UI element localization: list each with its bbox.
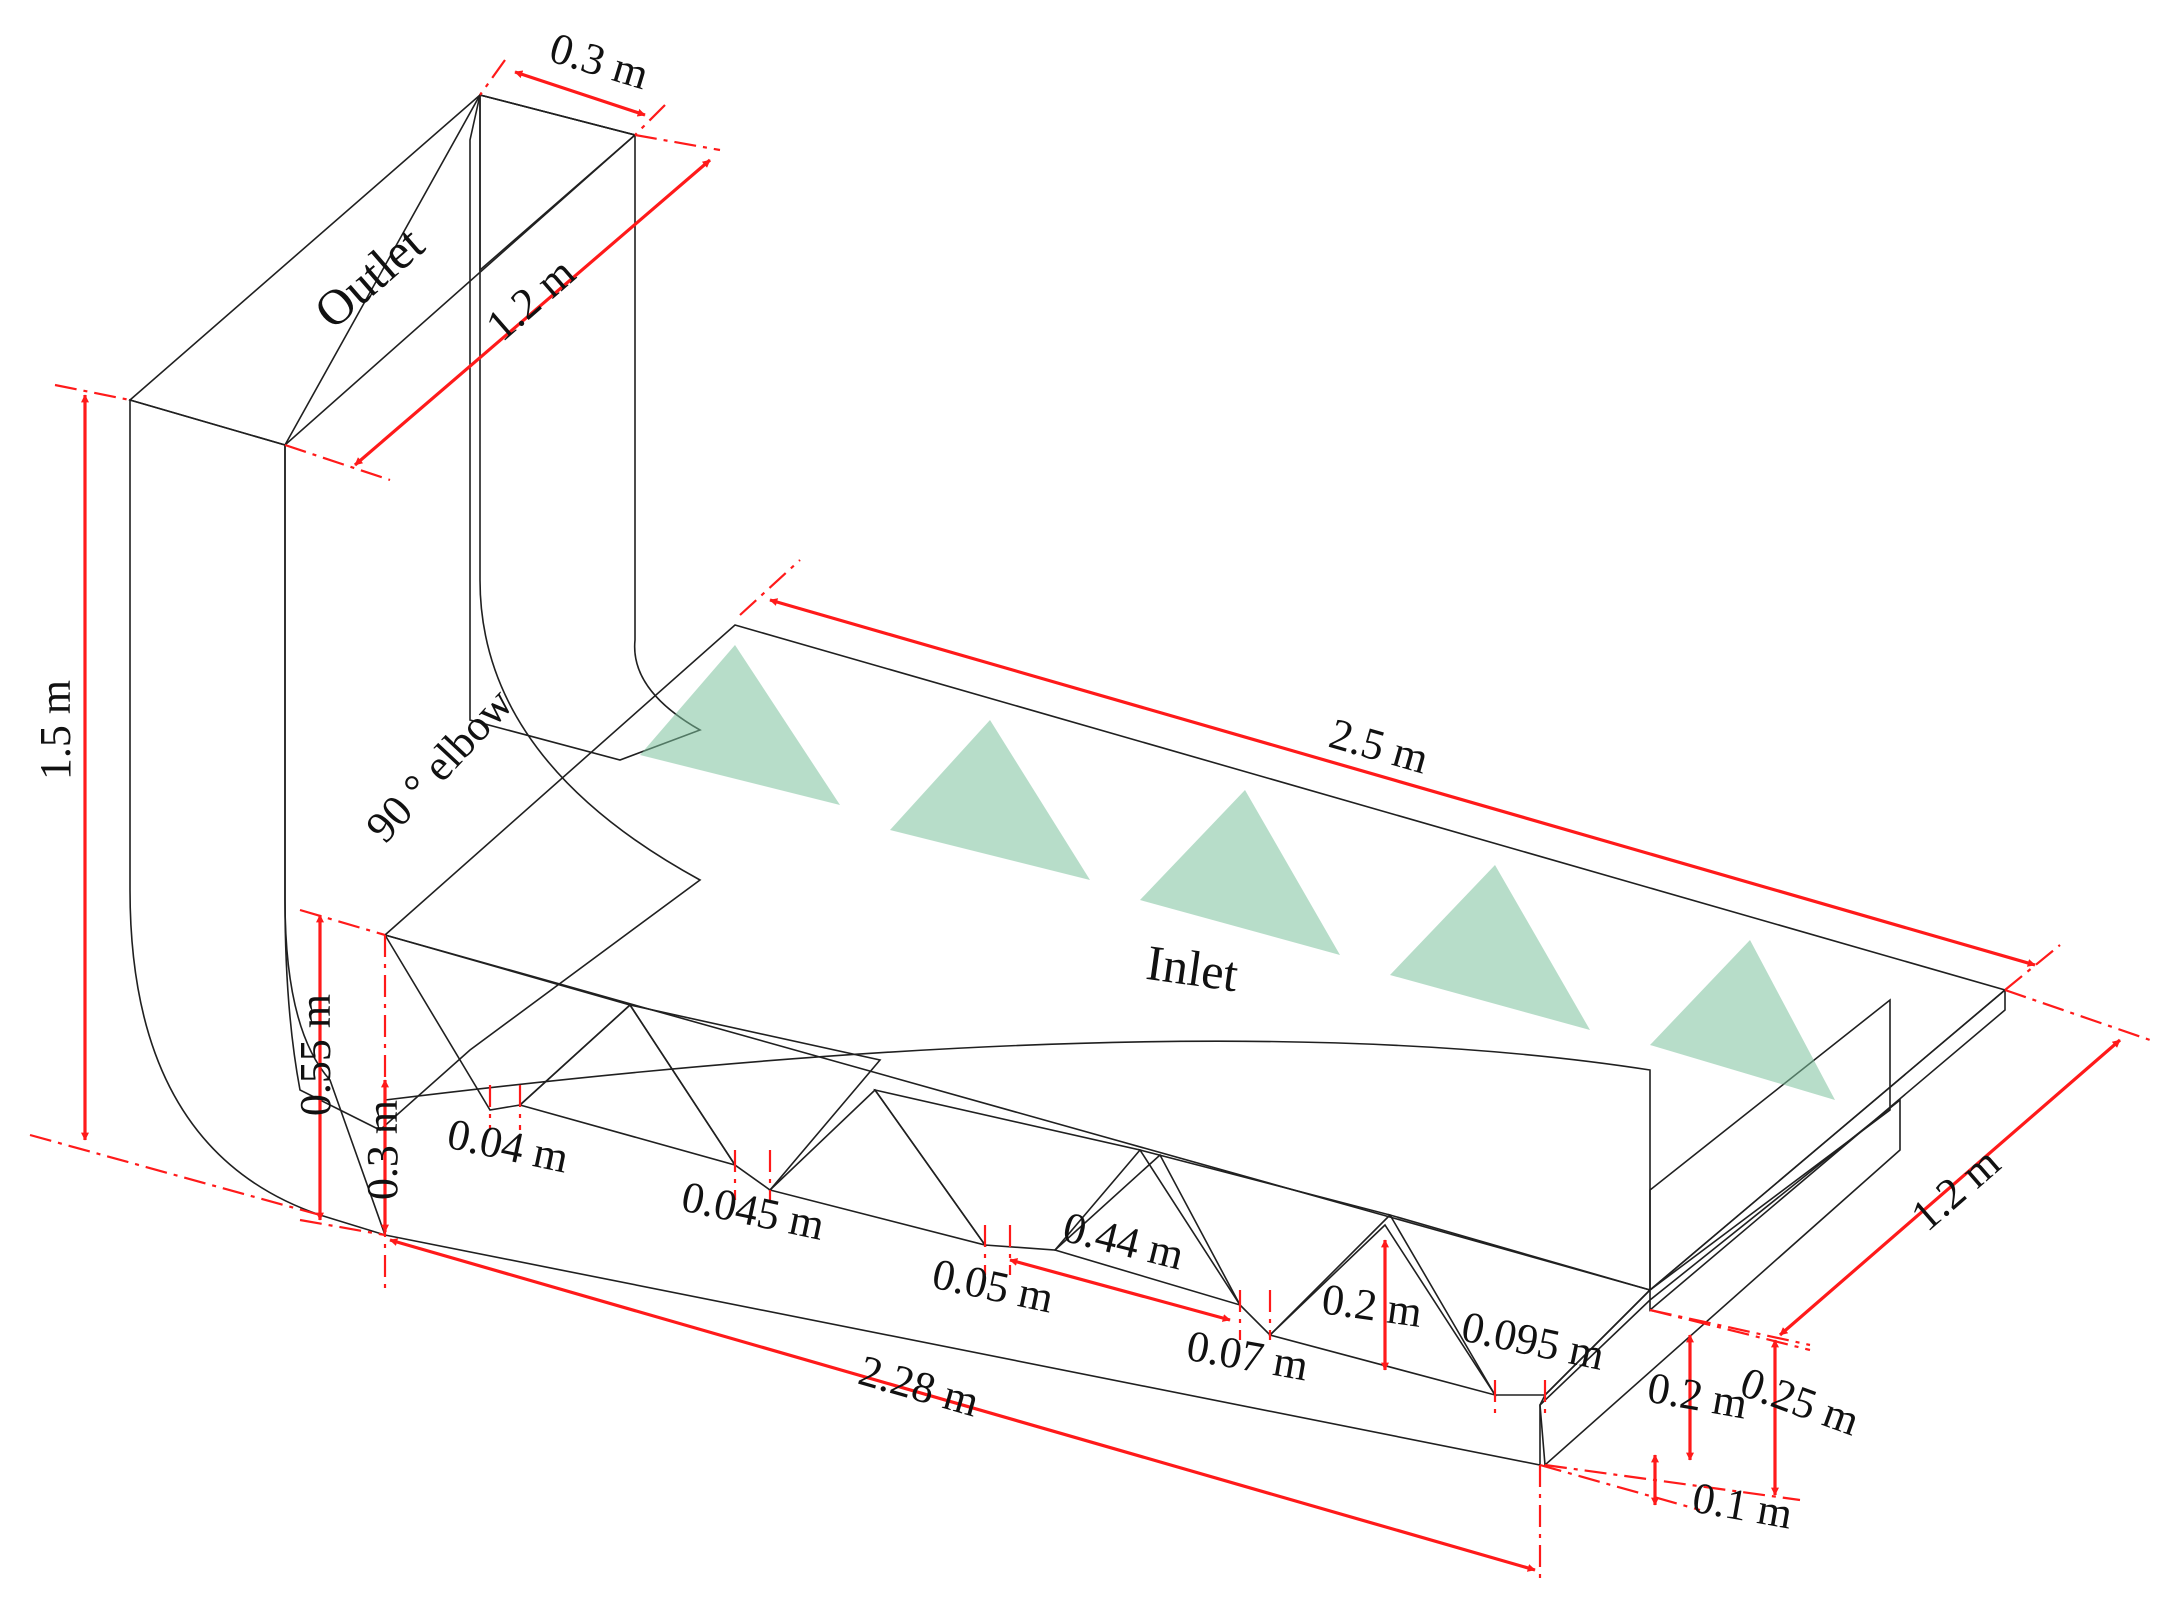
label-bottom-length: 2.28 m — [853, 1346, 984, 1427]
baffle-light-faces — [518, 1003, 1497, 1397]
label-left-height: 0.55 m — [291, 994, 340, 1116]
label-baffle-height: 0.2 m — [1319, 1274, 1425, 1336]
label-gap-3: 0.05 m — [928, 1249, 1058, 1322]
prism-5 — [1388, 1213, 1652, 1396]
label-right-step: 0.1 m — [1689, 1473, 1796, 1539]
label-riser-height: 1.5 m — [31, 680, 80, 780]
label-gap-1: 0.04 m — [443, 1109, 573, 1182]
label-right-height-2: 0.25 m — [1734, 1357, 1866, 1445]
riser-outer-face — [129, 398, 387, 1237]
label-inlet-length: 2.5 m — [1324, 709, 1434, 784]
dimension-lines — [29, 59, 2151, 1580]
inlet-baffle-shadows — [640, 645, 1835, 1100]
label-gap-2: 0.045 m — [677, 1172, 828, 1250]
riser-back-wall — [469, 94, 702, 761]
dim-inlet-depth — [1778, 1038, 2122, 1337]
label-outlet-depth: 1.2 m — [477, 248, 585, 351]
label-baffle-pitch: 0.44 m — [1058, 1202, 1188, 1279]
label-gap-4: 0.07 m — [1183, 1321, 1312, 1390]
dim-inlet-length — [769, 598, 2036, 967]
dim-baffle-pitch — [1009, 1258, 1231, 1322]
dim-outlet-depth — [353, 158, 712, 467]
label-left-step: 0.3 m — [358, 1100, 407, 1200]
outlet-label: Outlet — [303, 215, 434, 339]
label-right-height-1: 0.2 m — [1644, 1363, 1751, 1429]
inlet-label: Inlet — [1143, 934, 1242, 1002]
floor-front-face — [384, 1040, 1651, 1466]
riser-inner-face — [284, 91, 702, 1131]
dim-outlet-width — [514, 70, 646, 117]
prism-2 — [628, 1003, 882, 1192]
inlet-face: Inlet — [383, 624, 2007, 1312]
baffle-dark-prisms — [383, 933, 1652, 1396]
label-inlet-depth: 1.2 m — [1902, 1138, 2010, 1241]
dim-bottom-length — [389, 1238, 1536, 1572]
elbow-label: 90 ° elbow — [356, 678, 522, 851]
